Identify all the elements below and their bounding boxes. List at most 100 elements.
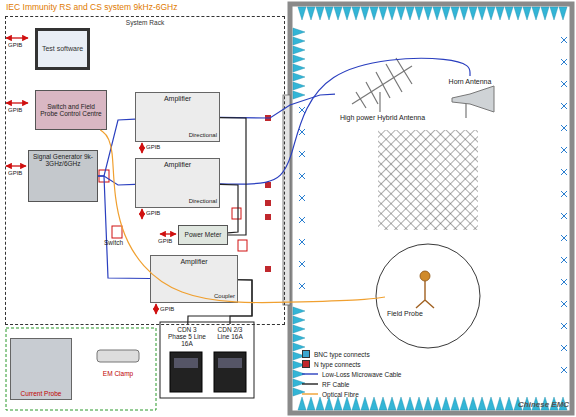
absorber-cone <box>352 7 360 20</box>
ferrite-marker <box>561 367 567 373</box>
absorber-cone <box>361 7 369 20</box>
decoration <box>465 104 466 118</box>
current-probe-box: Current Probe <box>10 338 72 400</box>
cdn-panel <box>218 358 242 368</box>
chamber-wall <box>290 4 572 413</box>
cdn-panel <box>174 358 198 368</box>
cable-connector <box>98 119 135 176</box>
absorber-cone <box>316 397 324 410</box>
cable-connector <box>98 176 135 185</box>
ferrite-marker <box>561 279 567 285</box>
ferrite-marker <box>561 257 567 263</box>
ferrite-marker <box>299 107 305 113</box>
absorber-cone <box>293 325 305 333</box>
amplifier-box: AmplifierDirectional <box>135 158 220 208</box>
node-text: High power Hybrid Antenna <box>337 114 428 122</box>
legend-row: N type connects <box>302 359 401 369</box>
turntable-circle <box>376 244 480 348</box>
decoration <box>6 102 28 103</box>
ferrite-marker <box>561 37 567 43</box>
absorber-cone <box>370 7 378 20</box>
absorber-cone <box>293 64 305 72</box>
hybrid-antenna-icon <box>352 58 412 112</box>
legend-text: Low-Loss Microwave Cable <box>322 371 401 378</box>
absorber-cone <box>478 7 486 20</box>
cdn-device <box>214 352 246 392</box>
absorber-cone <box>415 7 423 20</box>
cs-area-outline <box>6 328 156 410</box>
absorber-cone <box>298 397 306 410</box>
node-text: CDN 3 Phase 5 Line 16A <box>168 326 206 347</box>
absorber-cone <box>388 7 396 20</box>
node-text: Signal Generator 9k-3GHz/6GHz <box>31 153 95 167</box>
decoration <box>112 226 122 238</box>
gpib-label: GPIB <box>160 306 174 312</box>
absorber-cone <box>379 7 387 20</box>
decoration <box>265 182 271 188</box>
cable-connector <box>98 176 150 278</box>
decoration <box>6 165 26 166</box>
node-text: Amplifier <box>138 161 217 169</box>
switch-label: Switch <box>104 240 123 247</box>
absorber-cone <box>388 397 396 410</box>
node-text: Field Probe <box>387 310 463 318</box>
absorber-cone <box>559 7 567 20</box>
legend-text: RF Cable <box>322 381 349 388</box>
absorber-cone <box>343 397 351 410</box>
absorber-cone <box>442 7 450 20</box>
node-text: Amplifier <box>153 258 235 266</box>
legend-line-sample <box>302 381 318 387</box>
absorber-cone <box>550 7 558 20</box>
decoration <box>420 271 430 281</box>
legend-text: BNC type connects <box>314 351 370 358</box>
node-text: Horn Antenna <box>442 78 498 86</box>
cdn-enclosure <box>160 322 254 398</box>
absorber-cone <box>514 7 522 20</box>
cable-connector <box>220 184 238 232</box>
em-clamp-icon <box>97 350 139 362</box>
node-text: Current Probe <box>13 390 69 397</box>
cable-connector <box>220 94 335 118</box>
absorber-cone <box>352 397 360 410</box>
ferrite-marker <box>561 169 567 175</box>
absorber-cone <box>523 7 531 20</box>
decoration <box>155 304 156 314</box>
cable-connector <box>230 280 252 324</box>
diagram-title: IEC Immunity RS and CS system 9kHz-6GHz <box>6 3 177 12</box>
cdn-node: CDN 3 Phase 5 Line 16A <box>166 324 208 390</box>
decoration <box>379 92 380 112</box>
node-text: Test software <box>40 45 85 53</box>
n-connectors <box>265 115 271 272</box>
decoration <box>265 115 271 121</box>
cable-connector <box>100 130 385 303</box>
absorber-cone <box>424 397 432 410</box>
ferrite-marker <box>299 173 305 179</box>
legend-line <box>302 373 318 374</box>
legend-row: Low-Loss Microwave Cable <box>302 369 401 379</box>
gpib-label: GPIB <box>146 210 160 216</box>
gpib-label: GPIB <box>8 107 22 113</box>
ferrite-marker <box>299 261 305 267</box>
em-clamp-node: EM Clamp <box>92 345 144 379</box>
node-text: Power Meter <box>181 231 225 238</box>
absorber-cone <box>478 397 486 410</box>
absorber-cone <box>442 397 450 410</box>
gpib-label: GPIB <box>8 170 22 176</box>
decoration <box>265 266 271 272</box>
absorber-cone <box>424 7 432 20</box>
gpib-label: GPIB <box>158 238 172 244</box>
decoration <box>6 37 28 38</box>
decoration <box>452 86 494 112</box>
absorber-cone <box>334 7 342 20</box>
ferrite-marker <box>561 301 567 307</box>
absorber-cone <box>496 7 504 20</box>
cable-connector <box>220 58 470 184</box>
decoration <box>265 214 271 220</box>
gpib-label: GPIB <box>8 42 22 48</box>
absorber-cone <box>293 307 305 315</box>
absorber-cone <box>293 91 305 99</box>
legend-swatch <box>302 360 310 368</box>
absorber-cone <box>406 7 414 20</box>
absorber-cone <box>469 7 477 20</box>
